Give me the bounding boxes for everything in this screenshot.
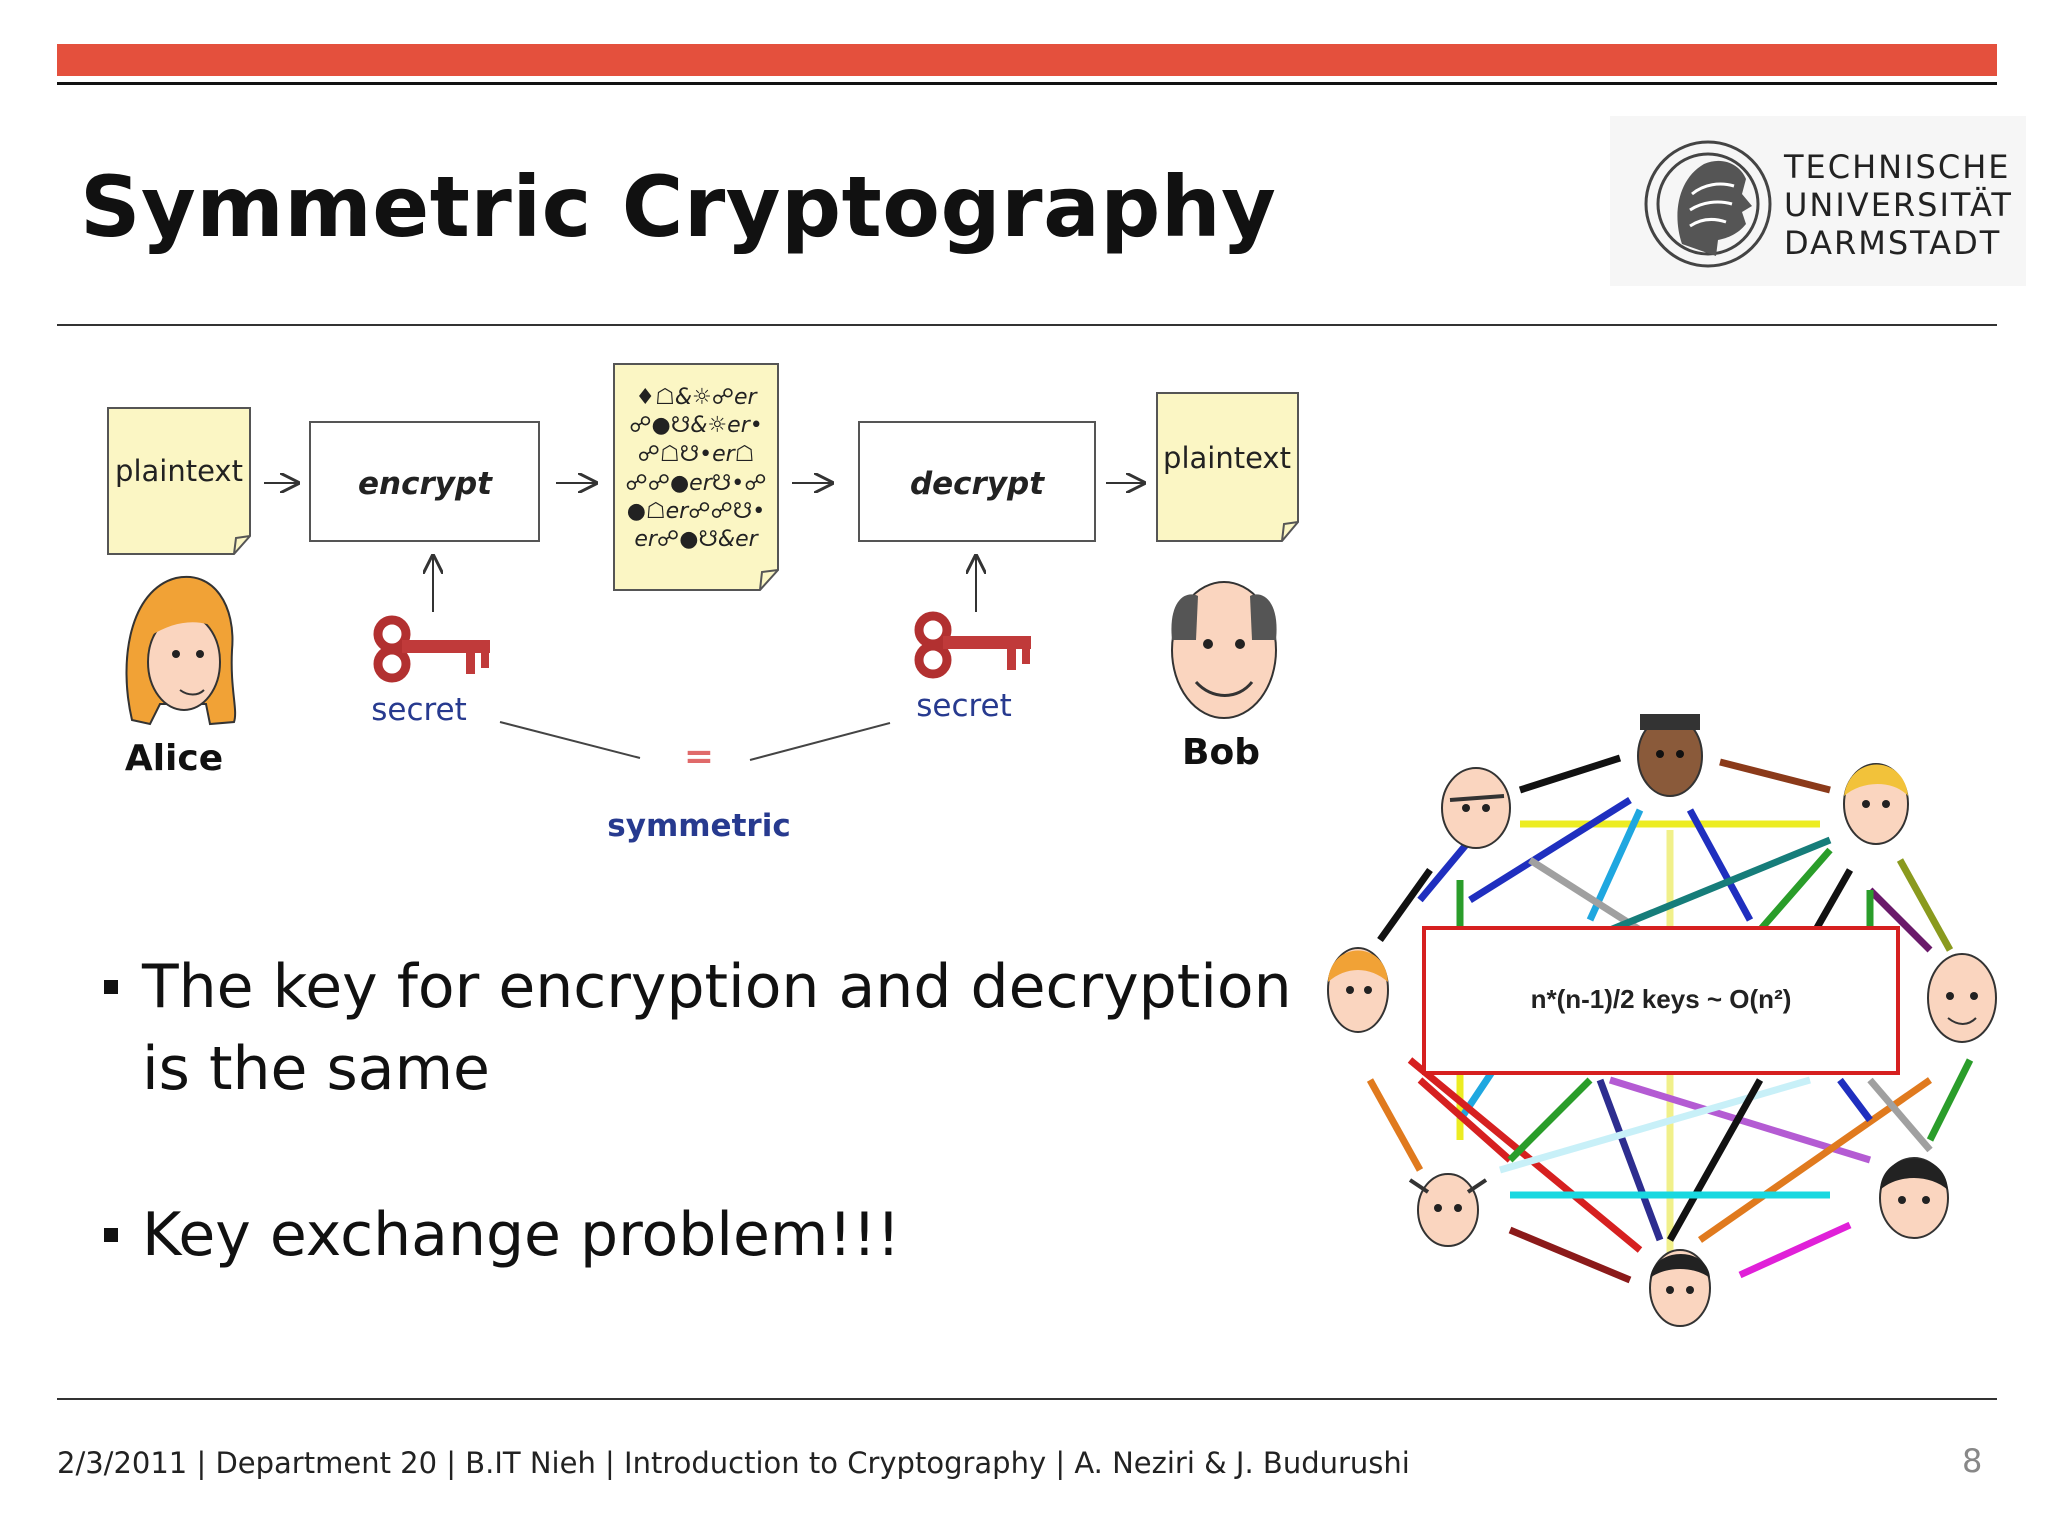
face-icon-left [1327,947,1389,1033]
cipher-line-1: ♦☖&☼☍er [635,385,758,410]
plaintext-note-right [1156,392,1299,542]
cipher-line-3: ☍☖☋•er☖ [638,442,755,467]
symmetric-encryption-diagram: plaintext encrypt ♦☖&☼☍er ☍●☋&☼er• ☍☖☋•e… [107,363,1299,844]
footer-text: 2/3/2011 | Department 20 | B.IT Nieh | I… [57,1446,1410,1480]
equals-sign: = [684,736,714,777]
bullet-marker-2 [104,1228,118,1242]
cipher-line-6: er☍●☋&er [634,527,759,552]
face-icon-top [1637,714,1703,797]
symmetric-connector-left [499,721,641,759]
page-title: Symmetric Cryptography [80,158,1277,256]
encrypt-label: encrypt [358,466,493,502]
symmetric-connector-right [749,722,891,761]
bob-icon [1171,581,1277,719]
face-icon-bottom-right [1879,1157,1949,1239]
top-rule [57,82,1997,85]
alice-icon [125,575,237,726]
decrypt-box [858,421,1096,542]
page-number: 8 [1962,1442,1983,1480]
key-count-box [1422,926,1900,1075]
key-count-formula: n*(n-1)/2 keys ~ O(n²) [1531,984,1792,1014]
cipher-line-4: ☍☍●er☋•☍ [625,471,766,496]
cipher-line-5: ●☖er☍☍☋• [627,499,766,524]
cipher-line-2: ☍●☋&☼er• [629,413,762,438]
face-icon-right [1927,953,1997,1043]
bullet-2-line-1: Key exchange problem!!! [142,1200,901,1270]
ciphertext-note [613,363,779,591]
plaintext-right-label: plaintext [1163,441,1291,475]
bob-label: Bob [1182,732,1260,773]
plaintext-left-label: plaintext [115,454,243,488]
footer-divider [57,1398,1997,1400]
key-icon-right [914,611,1031,679]
key-icon-left [373,615,490,683]
athena-seal-icon [1644,140,1772,268]
bullet-marker-1 [104,980,118,994]
logo-text-line-1: TECHNISCHE [1784,148,2011,186]
top-accent-bar [57,44,1997,76]
face-icon-bottom [1649,1249,1711,1327]
face-icon-top-right [1843,763,1909,845]
bullet-1-line-1: The key for encryption and decryption [142,952,1292,1022]
logo-text-line-2: UNIVERSITÄT [1784,186,2013,224]
key-network-diagram: n*(n-1)/2 keys ~ O(n²) [1327,714,1997,1327]
key-edges [1366,754,1974,1284]
title-divider [57,324,1997,326]
face-icon-bottom-left [1408,1173,1488,1247]
face-icon-top-left [1441,767,1511,849]
plaintext-note-left [107,407,251,555]
decrypt-label: decrypt [910,466,1045,502]
logo-text-line-3: DARMSTADT [1784,224,2002,262]
secret-left-label: secret [371,692,467,728]
encrypt-box [309,421,540,542]
alice-label: Alice [125,738,223,779]
secret-right-label: secret [916,688,1012,724]
bullet-1-line-2: is the same [142,1034,490,1104]
symmetric-label: symmetric [607,808,790,844]
